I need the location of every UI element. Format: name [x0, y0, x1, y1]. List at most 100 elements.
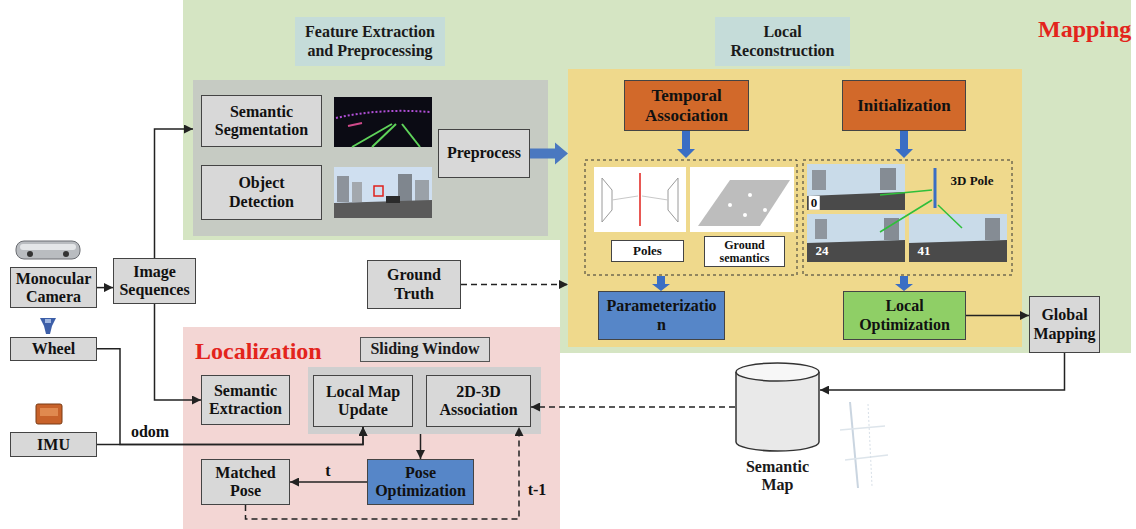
segmentation-image	[336, 111, 430, 118]
caption-box: Poles	[611, 240, 684, 262]
sensor-box: Monocular Camera	[10, 267, 97, 308]
box-label: Monocular Camera	[14, 270, 93, 305]
detection-image	[334, 167, 432, 218]
caption-box: Ground semantics	[704, 236, 785, 267]
heading-tile: Sliding Window	[360, 337, 490, 362]
box-label: Object Detection	[205, 174, 318, 211]
image-label: 41	[918, 244, 931, 258]
pole-tracking-sketch	[594, 167, 686, 232]
segmentation-image	[334, 97, 432, 147]
box-label: Matched Pose	[205, 464, 286, 501]
connector	[290, 481, 367, 483]
box-label: Parameterizatio n	[602, 297, 721, 334]
detection-image	[386, 196, 400, 203]
imu-icon	[36, 404, 62, 424]
initialization-images	[909, 240, 1007, 262]
database-cylinder	[736, 363, 819, 381]
wheel-sensor-icon	[45, 319, 51, 323]
segmentation-image	[402, 124, 420, 147]
initialization-images	[807, 214, 905, 262]
detection-image	[334, 167, 432, 218]
label-holder: 41	[918, 244, 931, 258]
caption-holder: Semantic Map	[729, 458, 826, 495]
camera-icon	[27, 251, 33, 257]
pole-tracking-sketch	[668, 178, 678, 222]
detection-image	[374, 186, 383, 196]
region-title: Mapping	[1038, 16, 1131, 42]
map-thumbnail	[840, 402, 888, 488]
label-holder: 24	[816, 244, 829, 258]
box-label: Local Map Update	[317, 383, 409, 420]
label-holder: t-1	[528, 481, 547, 499]
camera-icon	[20, 244, 76, 250]
connector	[966, 315, 1029, 317]
image-label: 3D Pole	[951, 174, 994, 188]
box-label: Semantic Extraction	[205, 382, 286, 419]
panel-heading: Sliding Window	[365, 340, 485, 358]
title-holder: Mapping	[1038, 16, 1131, 42]
process-box: Object Detection	[201, 165, 322, 220]
box-label: Initialization	[846, 96, 962, 116]
label-holder: 3D Pole	[951, 174, 994, 188]
segmentation-image	[348, 123, 362, 126]
map-thumbnail	[845, 455, 888, 460]
initialization-images	[807, 240, 905, 262]
process-box: Parameterizatio n	[598, 291, 725, 340]
initialization-images	[807, 164, 905, 210]
box-label: Poles	[615, 244, 680, 258]
data-box: Ground Truth	[367, 260, 461, 309]
data-box: Image Sequences	[113, 258, 196, 304]
segmentation-image	[372, 124, 396, 147]
sensor-box: IMU	[10, 432, 97, 457]
detection-image	[415, 180, 429, 202]
initialization-images	[812, 170, 826, 190]
process-box: Semantic Extraction	[201, 375, 290, 425]
ground-tracking-sketch	[698, 180, 790, 226]
process-box: Semantic Segmentation	[201, 95, 322, 147]
heading-tile: Local Reconstruction	[715, 17, 850, 66]
process-box: Local Optimization	[843, 291, 966, 340]
connector	[97, 287, 113, 289]
pole-tracking-sketch	[602, 178, 612, 222]
heading-tile: Feature Extraction and Preprocessing	[295, 17, 445, 66]
detection-image	[352, 182, 362, 202]
label-holder: odom	[131, 423, 169, 441]
detection-image	[398, 174, 412, 202]
region-shape	[183, 0, 1131, 353]
box-label: Pose Optimization	[371, 464, 470, 501]
ground-tracking-sketch	[763, 208, 767, 212]
connector	[820, 353, 1065, 390]
process-box: 2D-3D Association	[426, 375, 531, 427]
initialization-images	[985, 218, 1000, 240]
segmentation-image	[334, 97, 432, 147]
image-label: 24	[816, 244, 829, 258]
sliding-window-panel: Sliding WindowLocal Map Update2D-3D Asso…	[308, 367, 541, 434]
imu-icon	[40, 408, 58, 416]
box-label: Local Optimization	[847, 297, 962, 334]
edge-label: t	[325, 462, 330, 480]
map-thumbnail	[850, 402, 858, 488]
box-label: Temporal Association	[628, 86, 745, 125]
wheel-sensor-icon	[40, 318, 56, 334]
box-label: IMU	[14, 436, 93, 454]
panel-heading: Feature Extraction and Preprocessing	[299, 23, 441, 60]
initialization-images	[909, 214, 1007, 262]
detection-image	[334, 200, 432, 218]
map-thumbnail	[840, 426, 885, 430]
feature-panel: Feature Extraction and PreprocessingSema…	[193, 80, 548, 236]
process-box: Local Map Update	[313, 375, 413, 427]
box-label: Ground semantics	[708, 239, 781, 264]
box-label: Global Mapping	[1033, 306, 1096, 343]
dashed-connector	[531, 406, 735, 408]
initialization-images	[815, 219, 827, 239]
image-label: 0	[811, 196, 818, 210]
segmentation-image	[352, 124, 392, 147]
box-label: 2D-3D Association	[430, 383, 527, 420]
box-label: Wheel	[14, 340, 93, 358]
box-label: Preprocess	[442, 144, 526, 162]
process-box: Pose Optimization	[367, 459, 474, 505]
title-holder: Localization	[195, 338, 322, 364]
process-box: Matched Pose	[201, 459, 290, 505]
